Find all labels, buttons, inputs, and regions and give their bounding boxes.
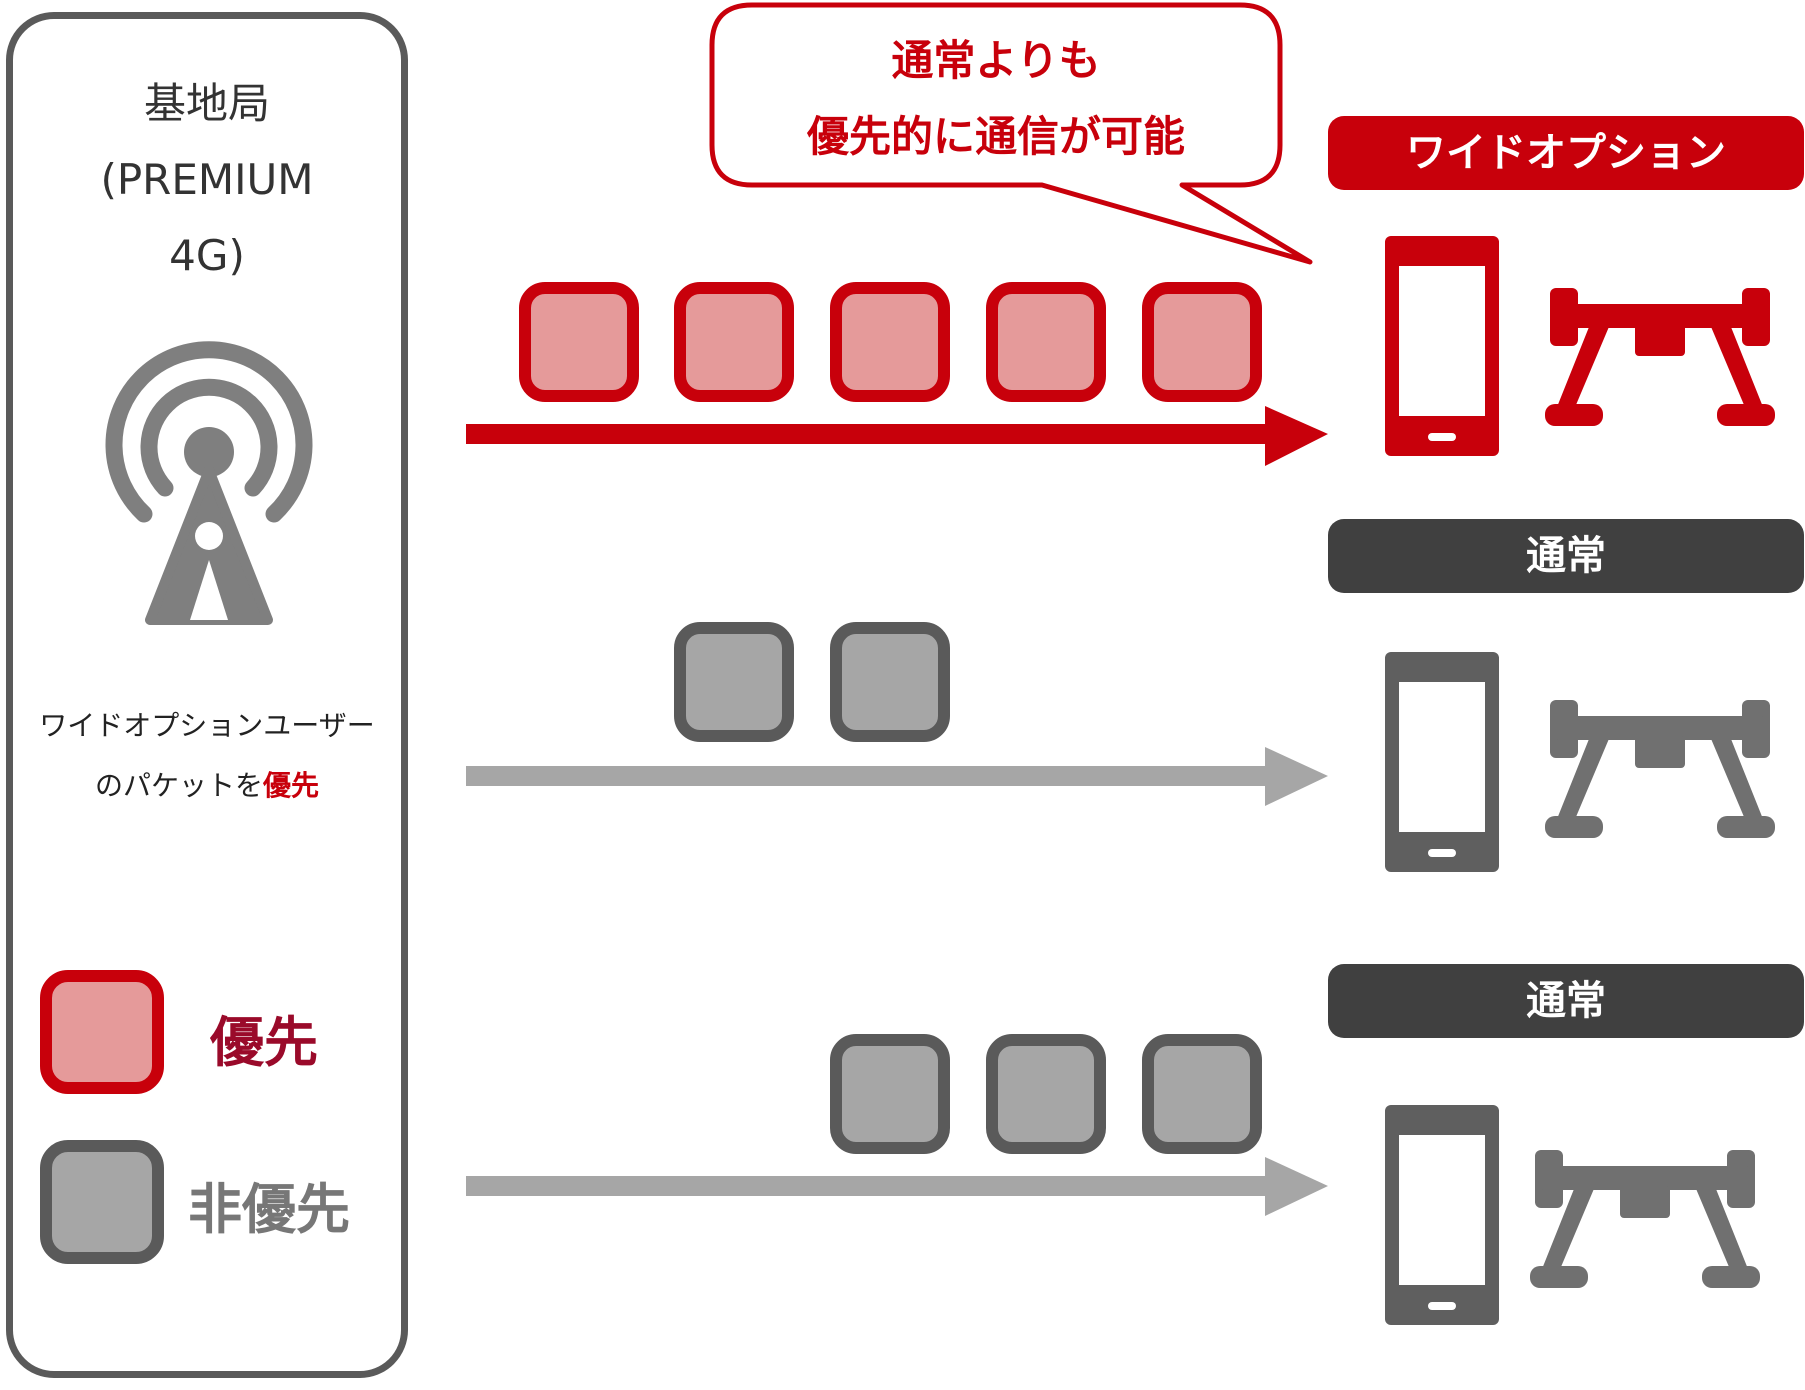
smartphone-icon (1385, 236, 1499, 456)
tag-normal-1: 通常 (1328, 519, 1804, 593)
priority-packet-lane (466, 282, 1328, 466)
packet-normal (830, 1034, 950, 1154)
callout-text-line-1: 通常よりも (891, 36, 1101, 85)
packet-priority (674, 282, 794, 402)
packet-priority (986, 282, 1106, 402)
packet-normal (674, 622, 794, 742)
legend-priority-label: 優先 (210, 1011, 318, 1074)
tag-normal-2: 通常 (1328, 964, 1804, 1038)
packet-priority (519, 282, 639, 402)
packet-priority (1142, 282, 1262, 402)
callout-bubble (709, 2, 1313, 265)
normal-packets-2 (830, 1034, 1262, 1154)
drone-icon (1545, 288, 1775, 426)
smartphone-icon (1385, 652, 1499, 872)
station-title-line-2: (PREMIUM (100, 155, 314, 204)
tag-wide-option: ワイドオプション (1328, 116, 1804, 190)
station-title-line-1: 基地局 (143, 79, 270, 128)
packet-normal (986, 1034, 1106, 1154)
station-description-highlight: 優先 (263, 769, 320, 802)
packet-normal (830, 622, 950, 742)
priority-arrow-head (1265, 406, 1328, 466)
packet-normal (1142, 1034, 1262, 1154)
drone-icon (1530, 1150, 1760, 1288)
normal-packet-lane-2 (466, 1034, 1328, 1216)
priority-packets (519, 282, 1262, 402)
legend-nonpriority-swatch (40, 1140, 164, 1264)
normal-arrow-head-1 (1265, 747, 1328, 806)
normal-packet-lane-1 (466, 622, 1328, 806)
normal-arrow-shaft-1 (466, 766, 1280, 786)
station-description-line-1: ワイドオプションユーザー (39, 709, 375, 742)
priority-arrow-shaft (466, 424, 1280, 444)
normal-arrow-shaft-2 (466, 1176, 1280, 1196)
station-title-line-3: 4G) (169, 231, 245, 280)
station-description-line-2: のパケットを優先 (6, 756, 408, 816)
legend-priority-swatch (40, 970, 164, 1094)
normal-packets-1 (674, 622, 950, 742)
drone-icon (1545, 700, 1775, 838)
callout-text-line-2: 優先的に通信が可能 (806, 112, 1185, 161)
antenna-tower-icon (105, 341, 313, 625)
legend-nonpriority-label: 非優先 (188, 1178, 350, 1241)
packet-priority (830, 282, 950, 402)
station-description-prefix: のパケットを (94, 769, 263, 802)
smartphone-icon (1385, 1105, 1499, 1325)
normal-arrow-head-2 (1265, 1157, 1328, 1216)
